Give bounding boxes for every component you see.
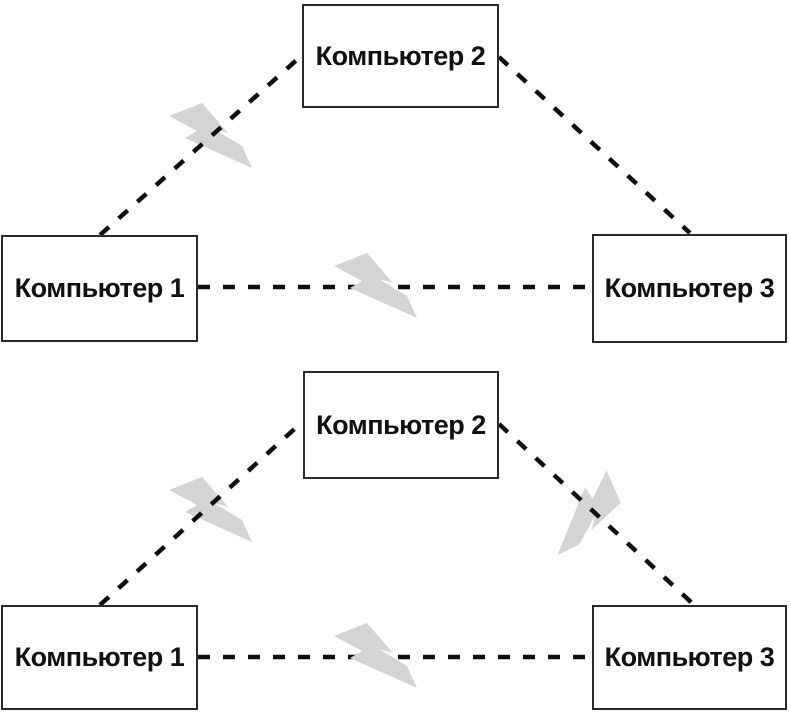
node-label: Компьютер 1	[14, 273, 185, 303]
node-top-computer-3: Компьютер 3	[592, 234, 787, 343]
node-label: Компьютер 2	[316, 409, 486, 440]
lightning-bolt-icon	[334, 253, 417, 318]
node-bottom-computer-3: Компьютер 3	[592, 605, 787, 710]
node-bottom-computer-2: Компьютер 2	[303, 371, 499, 479]
node-label: Компьютер 3	[604, 642, 775, 672]
lightning-bolt-icon	[557, 470, 621, 556]
node-top-computer-1: Компьютер 1	[1, 235, 198, 342]
link-top-computer2-computer3	[497, 55, 692, 235]
node-top-computer-2: Компьютер 2	[302, 4, 499, 108]
node-label: Компьютер 3	[604, 273, 775, 303]
node-label: Компьютер 1	[14, 642, 185, 672]
link-bottom-computer2-computer3	[497, 422, 694, 605]
lightning-bolt-icon	[334, 623, 417, 688]
lightning-bolt-icon	[169, 477, 252, 542]
link-bottom-computer1-computer2	[98, 422, 302, 607]
node-label: Компьютер 2	[315, 40, 486, 71]
lightning-bolt-icon	[169, 103, 252, 168]
link-top-computer1-computer2	[98, 55, 302, 237]
node-bottom-computer-1: Компьютер 1	[1, 605, 198, 710]
